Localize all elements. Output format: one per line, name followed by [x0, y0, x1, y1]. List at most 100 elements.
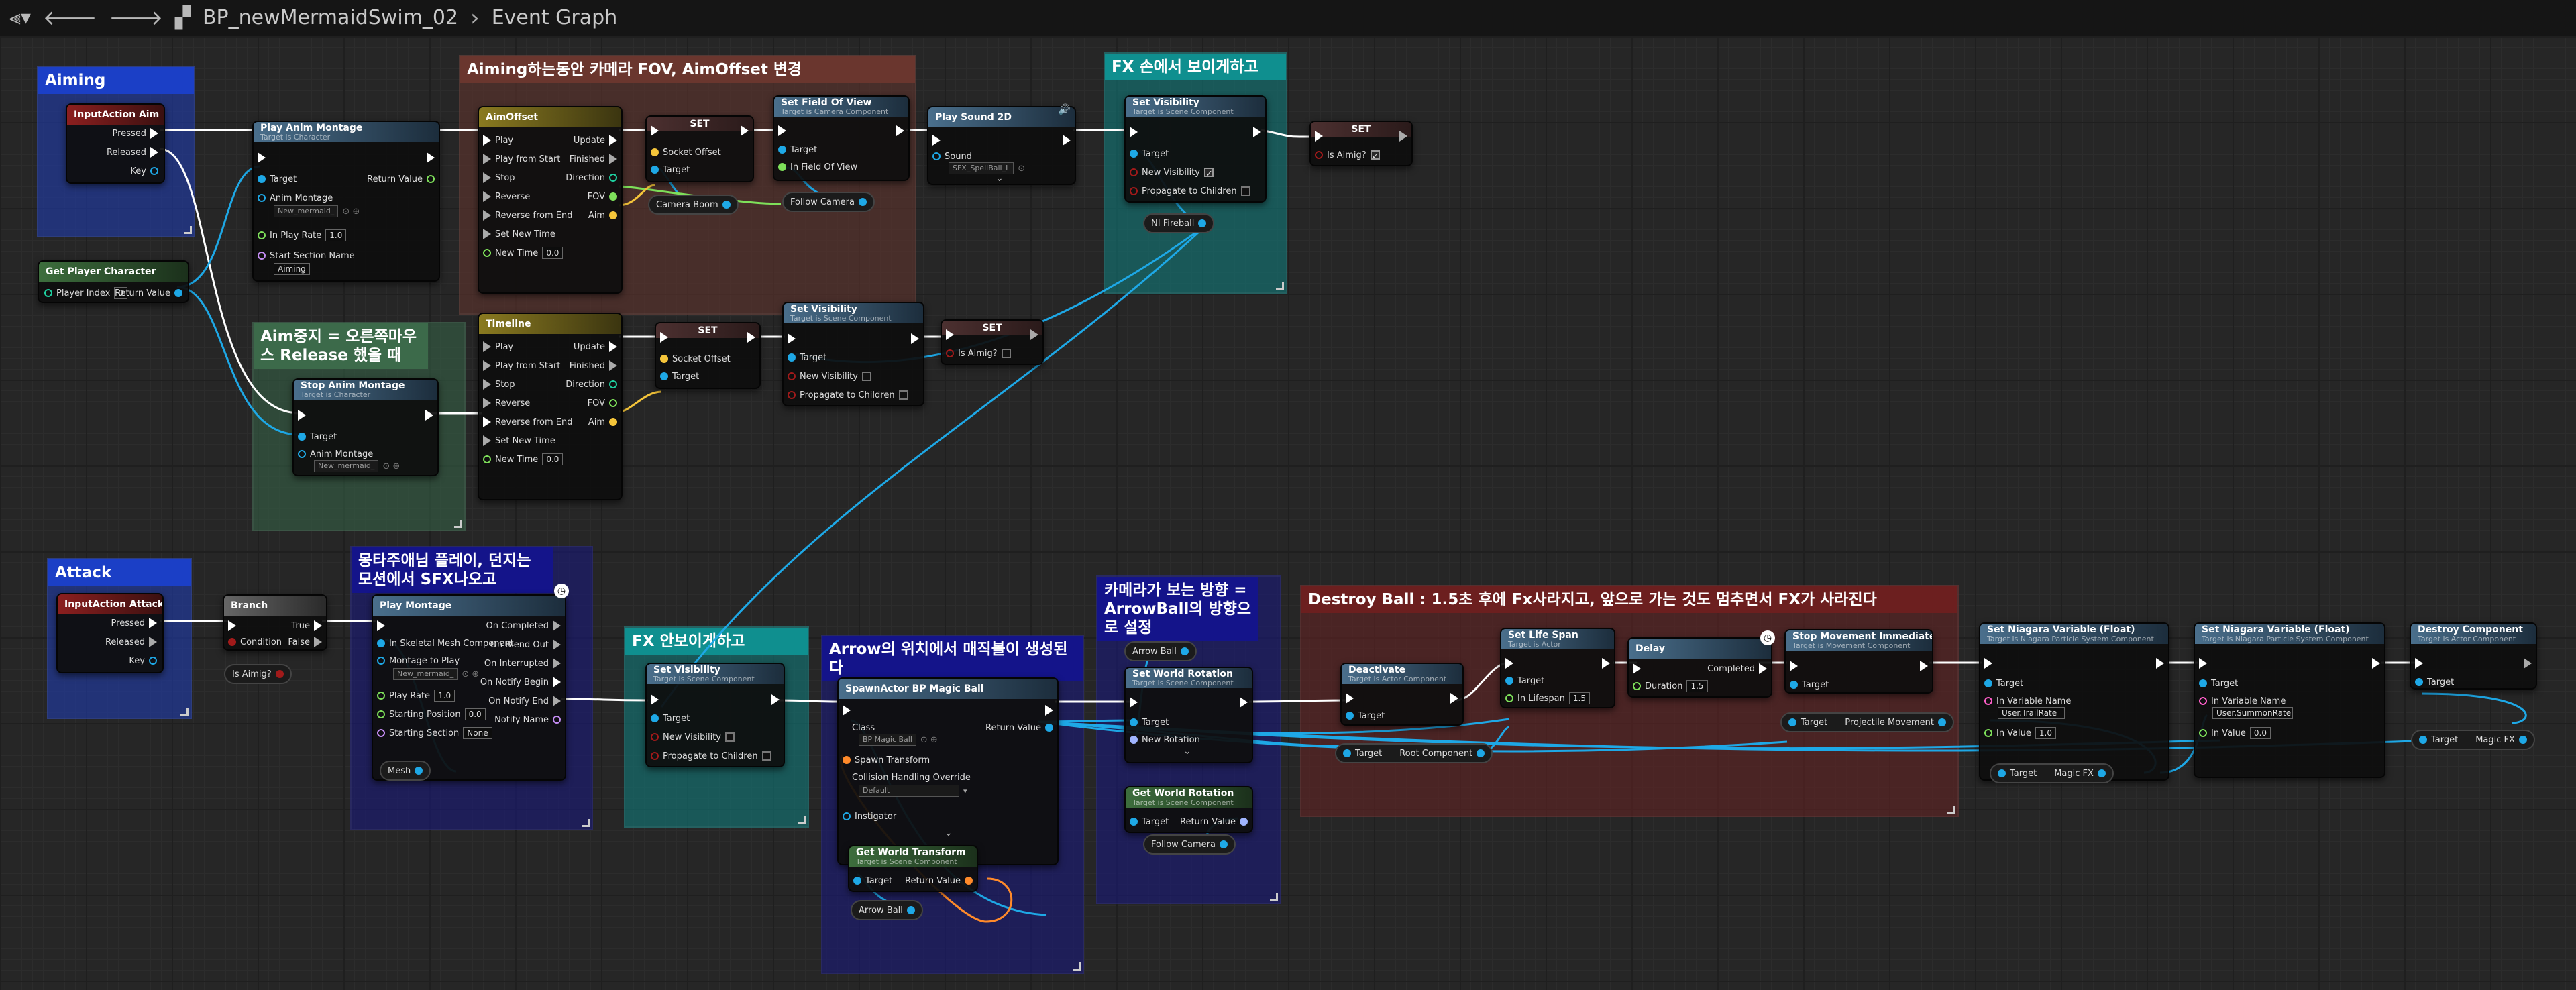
pin-exec-in[interactable] [651, 125, 659, 137]
pin-propagate-to-children[interactable]: Propagate to Children [1130, 185, 1250, 197]
pin-direction[interactable]: Direction [566, 378, 617, 390]
pin-target[interactable]: Target [1505, 675, 1544, 687]
pin-target[interactable]: Target [298, 431, 337, 443]
pin-finished[interactable]: Finished [570, 153, 617, 165]
pin-on-blend-out[interactable]: On Blend Out [490, 639, 561, 651]
expand-chevron-icon[interactable]: ⌄ [945, 828, 953, 838]
montage-dropdown[interactable]: New_mermaid_⊙ ⊕ [393, 668, 479, 680]
pin-return-value[interactable]: Return Value [905, 875, 973, 887]
pin-in-field-of-view[interactable]: In Field Of View [778, 161, 857, 173]
pin-false[interactable]: False [288, 636, 322, 648]
pin-in-variable-name[interactable]: In Variable Name [2199, 695, 2286, 707]
node-play-montage[interactable]: Play Montage ◷ In Skeletal Mesh Componen… [372, 584, 569, 781]
pin-exec-out[interactable] [2524, 657, 2532, 669]
pin-exec-out[interactable] [896, 125, 904, 137]
pin-target[interactable]: Target [1130, 716, 1169, 728]
in-variable-name-field[interactable]: User.TrailRate [1998, 707, 2065, 719]
pin-exec-out[interactable] [1045, 704, 1053, 716]
pin-propagate-to-children[interactable]: Propagate to Children [651, 750, 771, 762]
pin-fov[interactable]: FOV [588, 397, 617, 409]
pin-instigator[interactable]: Instigator [843, 810, 896, 822]
node-set-niagara-trailrate[interactable]: Set Niagara Variable (Float)Target is Ni… [1979, 622, 2169, 781]
pin-reverse-from-end[interactable]: Reverse from End [483, 416, 572, 428]
pin-released[interactable]: Released [105, 636, 157, 648]
pin-exec-in[interactable] [377, 620, 385, 632]
pin-exec-in[interactable] [258, 152, 266, 164]
pin-in-variable-name[interactable]: In Variable Name [1984, 695, 2071, 707]
resize-grip[interactable] [1073, 963, 1081, 971]
pin-target[interactable]: Target [1130, 816, 1169, 828]
var-arrow-ball-rotation[interactable]: Arrow Ball [1124, 641, 1197, 661]
pin-on-interrupted[interactable]: On Interrupted [484, 657, 561, 669]
pin-released[interactable]: Released [107, 146, 158, 158]
pin-exec-out[interactable] [747, 331, 755, 343]
pin-exec-in[interactable] [1633, 663, 1641, 675]
pin-exec-out[interactable] [427, 152, 435, 164]
pin-new-rotation[interactable]: New Rotation [1130, 734, 1200, 746]
pin-set-new-time[interactable]: Set New Time [483, 435, 555, 447]
back-arrow-icon[interactable]: 🡐 [42, 6, 97, 30]
pin-target[interactable]: Target [1346, 710, 1385, 722]
resize-grip[interactable] [180, 708, 189, 716]
pin-exec-out[interactable] [1450, 692, 1458, 704]
pin-exec-in[interactable] [932, 134, 941, 146]
pin-anim-montage[interactable]: Anim Montage [298, 448, 373, 460]
resize-grip[interactable] [1270, 893, 1278, 901]
pin-exec-out[interactable] [771, 694, 780, 706]
pin-exec-in[interactable] [1790, 660, 1798, 672]
pin-spawn-transform[interactable]: Spawn Transform [843, 754, 930, 766]
expand-chevron-icon[interactable]: ⌄ [1183, 746, 1191, 757]
node-set-is-aiming-false[interactable]: SET Is Aimig? [941, 319, 1044, 365]
pin-target[interactable]: Target [788, 351, 826, 364]
breadcrumb-asset[interactable]: BP_newMermaidSwim_02 [202, 6, 459, 30]
pin-return-value[interactable]: Return Value [985, 722, 1053, 734]
node-set-is-aiming-true[interactable]: SET Is Aimig?✓ [1309, 121, 1413, 166]
pin-exec-in[interactable] [1346, 692, 1354, 704]
pin-target[interactable]: Target [651, 164, 690, 176]
anim-montage-dropdown[interactable]: New_mermaid_⊙ ⊕ [274, 205, 360, 217]
pin-aim[interactable]: Aim [588, 416, 617, 428]
pin-play[interactable]: Play [483, 341, 513, 353]
pin-exec-out[interactable] [1063, 134, 1071, 146]
var-camera-boom[interactable]: Camera Boom [648, 195, 739, 215]
pin-completed[interactable]: Completed [1707, 663, 1767, 675]
pin-exec-out[interactable] [911, 333, 919, 345]
pin-new-visibility[interactable]: New Visibility [651, 731, 735, 743]
node-inputaction-aim[interactable]: InputAction Aim Pressed Released Key [66, 103, 165, 184]
blueprint-menu-icon[interactable]: ⫷▾ [9, 6, 31, 30]
pin-sound[interactable]: Sound [932, 150, 972, 162]
pin-target[interactable]: Target [2199, 677, 2238, 690]
forward-arrow-icon[interactable]: 🡒 [109, 6, 163, 30]
pin-exec-out[interactable] [2372, 657, 2380, 669]
pin-socket-offset[interactable]: Socket Offset [660, 353, 731, 365]
node-set-niagara-summonrate[interactable]: Set Niagara Variable (Float)Target is Ni… [2194, 622, 2385, 778]
breadcrumb-graph[interactable]: Event Graph [491, 6, 618, 30]
pin-target[interactable]: Target [1130, 148, 1169, 160]
pin-reverse[interactable]: Reverse [483, 397, 530, 409]
pin-aim[interactable]: Aim [588, 209, 617, 221]
pin-exec-out[interactable] [1399, 130, 1407, 142]
pin-key[interactable]: Key [130, 165, 158, 177]
pin-stop[interactable]: Stop [483, 172, 515, 184]
pin-socket-offset[interactable]: Socket Offset [651, 146, 721, 158]
pin-exec-in[interactable] [660, 331, 668, 343]
pin-propagate-to-children[interactable]: Propagate to Children [788, 389, 908, 401]
